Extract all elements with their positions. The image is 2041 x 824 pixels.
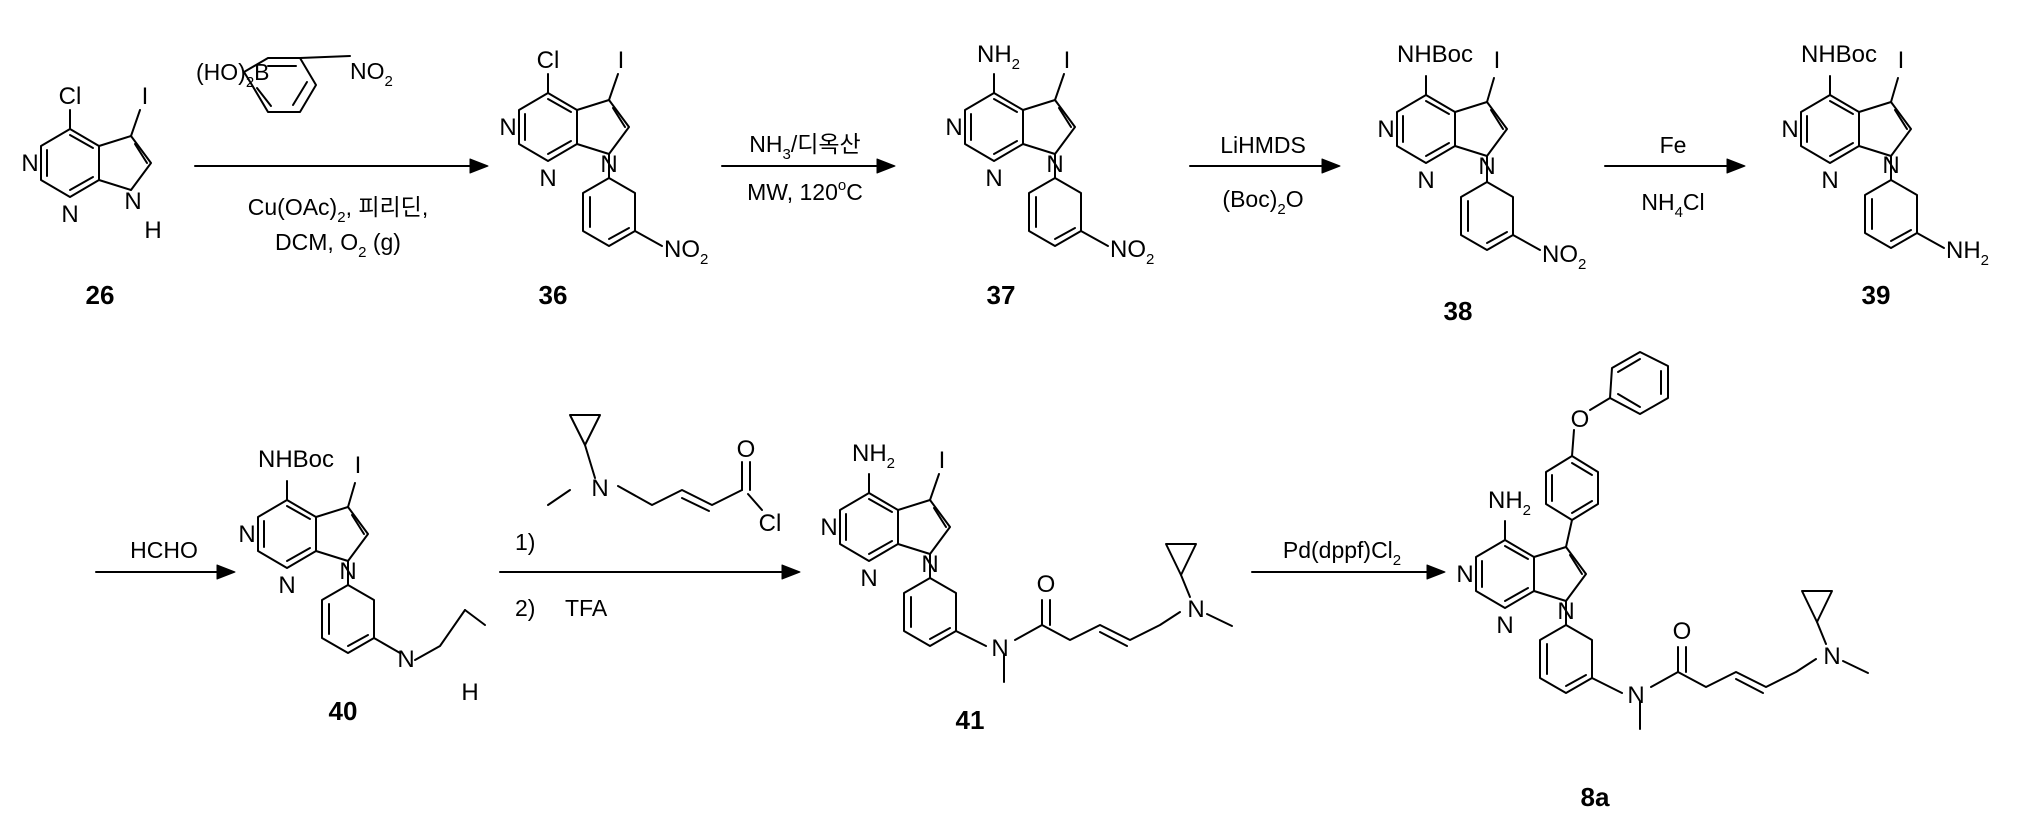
amine-label: NH2 (852, 440, 895, 472)
atom-label-oxygen: O (1037, 571, 1056, 598)
reaction-6-step-2: 2) (515, 595, 535, 621)
atom-label-nitrogen: N (1823, 643, 1840, 670)
atom-label-hydrogen: H (144, 217, 161, 244)
atom-label-oxygen: O (737, 436, 756, 463)
atom-label-nitrogen: N (1377, 116, 1394, 143)
cyclopropyl-ring (570, 415, 600, 445)
compound-8a: NH2 O N N N N O N 8a (1456, 352, 1868, 812)
reaction-4-conditions: NH4Cl (1641, 189, 1704, 221)
atom-label-nitrogen: N (591, 475, 608, 502)
atom-label-nitrogen: N (1882, 152, 1899, 179)
boronic-acid-label: (HO)2B (196, 59, 270, 91)
atom-label-nitrogen: N (21, 150, 38, 177)
reaction-3-conditions: (Boc)2O (1222, 186, 1303, 218)
compound-37: NH2 I N N N NO2 37 (945, 41, 1154, 310)
atom-label-nitrogen: N (1187, 596, 1204, 623)
atom-label-nitrogen: N (600, 151, 617, 178)
atom-label-nitrogen: N (1821, 167, 1838, 194)
compound-label-36: 36 (539, 280, 568, 310)
atom-label-iodine: I (1064, 47, 1071, 74)
cyclopropyl-ring (1802, 591, 1832, 622)
reaction-6-step-2-reagent: TFA (565, 595, 608, 621)
atom-label-nitrogen: N (238, 521, 255, 548)
atom-label-nitrogen: N (1046, 151, 1063, 178)
compound-36: Cl I N N N NO2 36 (499, 47, 708, 310)
atom-label-nitrogen: N (397, 646, 414, 673)
amine-label: NH2 (1946, 237, 1989, 269)
atom-label-iodine: I (1494, 47, 1501, 74)
reaction-1-conditions-line-2: DCM, O2 (g) (275, 229, 401, 261)
compound-label-37: 37 (987, 280, 1016, 310)
compound-label-39: 39 (1862, 280, 1891, 310)
nitro-label: NO2 (1542, 241, 1586, 273)
atom-label-nitrogen: N (1557, 598, 1574, 625)
compound-label-8a: 8a (1581, 782, 1610, 812)
atom-label-nitrogen: N (985, 165, 1002, 192)
atom-label-iodine: I (1898, 47, 1905, 74)
atom-label-iodine: I (142, 83, 149, 110)
compound-38: NHBoc I N N N NO2 38 (1377, 41, 1586, 326)
atom-label-oxygen: O (1571, 406, 1590, 433)
atom-label-nitrogen: N (539, 165, 556, 192)
atom-label-chlorine: Cl (59, 83, 82, 110)
reaction-2-conditions: MW, 120oC (747, 177, 863, 205)
reaction-step-3: LiHMDS (Boc)2O (1190, 132, 1340, 218)
reaction-7-catalyst: Pd(dppf)Cl2 (1283, 537, 1401, 569)
reaction-step-2: NH3/디옥산 MW, 120oC (722, 131, 895, 205)
amine-label: NH2 (1488, 487, 1531, 519)
compound-label-26: 26 (86, 280, 115, 310)
atom-label-nitrogen: N (1496, 612, 1513, 639)
atom-label-nitrogen: N (1627, 682, 1644, 709)
boc-amine-label: NHBoc (1397, 41, 1473, 68)
atom-label-nitrogen: N (860, 565, 877, 592)
reaction-2-reagent: NH3/디옥산 (749, 131, 860, 163)
boc-amine-label: NHBoc (1801, 41, 1877, 68)
nitro-label: NO2 (350, 58, 393, 90)
atom-label-oxygen: O (1673, 618, 1692, 645)
atom-label-nitrogen: N (1417, 167, 1434, 194)
compound-label-41: 41 (956, 705, 985, 735)
compound-label-38: 38 (1444, 296, 1473, 326)
compound-26: Cl I N N N H 26 (21, 83, 161, 310)
atom-label-iodine: I (355, 452, 362, 479)
atom-label-nitrogen: N (1456, 561, 1473, 588)
atom-label-nitrogen: N (278, 572, 295, 599)
reaction-step-7: Pd(dppf)Cl2 (1252, 537, 1445, 579)
atom-label-nitrogen: N (921, 551, 938, 578)
compound-39: NHBoc I N N N NH2 39 (1781, 41, 1989, 310)
nitro-label: NO2 (664, 236, 708, 268)
atom-label-iodine: I (939, 447, 946, 474)
atom-label-nitrogen: N (339, 558, 356, 585)
reaction-1-conditions-line-1: Cu(OAc)2, 피리딘, (248, 194, 428, 226)
reaction-6-step-1: 1) (515, 529, 535, 555)
reaction-step-1: (HO)2B NO2 Cu(OAc)2, 피리딘, DCM, O2 (g) (195, 56, 488, 261)
reaction-step-5: HCHO (96, 537, 235, 579)
atom-label-nitrogen: N (991, 635, 1008, 662)
atom-label-nitrogen: N (820, 514, 837, 541)
reaction-step-4: Fe NH4Cl (1605, 132, 1745, 221)
reaction-4-reagent: Fe (1660, 132, 1687, 158)
atom-label-nitrogen: N (945, 114, 962, 141)
atom-label-chlorine: Cl (537, 47, 560, 74)
boc-amine-label: NHBoc (258, 446, 334, 473)
atom-label-chlorine: Cl (759, 510, 782, 537)
atom-label-nitrogen: N (1781, 116, 1798, 143)
compound-41: NH2 I N N N N O N 41 (820, 440, 1232, 735)
compound-label-40: 40 (329, 696, 358, 726)
reaction-3-reagent: LiHMDS (1220, 132, 1306, 158)
atom-label-nitrogen: N (124, 188, 141, 215)
atom-label-iodine: I (618, 47, 625, 74)
nitro-label: NO2 (1110, 236, 1154, 268)
atom-label-hydrogen: H (461, 679, 478, 706)
atom-label-nitrogen: N (1478, 153, 1495, 180)
cyclopropyl-ring (1166, 544, 1196, 575)
reaction-step-6: N O Cl 1) 2) TFA (500, 415, 800, 621)
reaction-5-reagent: HCHO (130, 537, 198, 563)
compound-40: NHBoc I N N N N H 40 (238, 446, 485, 726)
amine-label: NH2 (977, 41, 1020, 73)
atom-label-nitrogen: N (61, 201, 78, 228)
atom-label-nitrogen: N (499, 114, 516, 141)
